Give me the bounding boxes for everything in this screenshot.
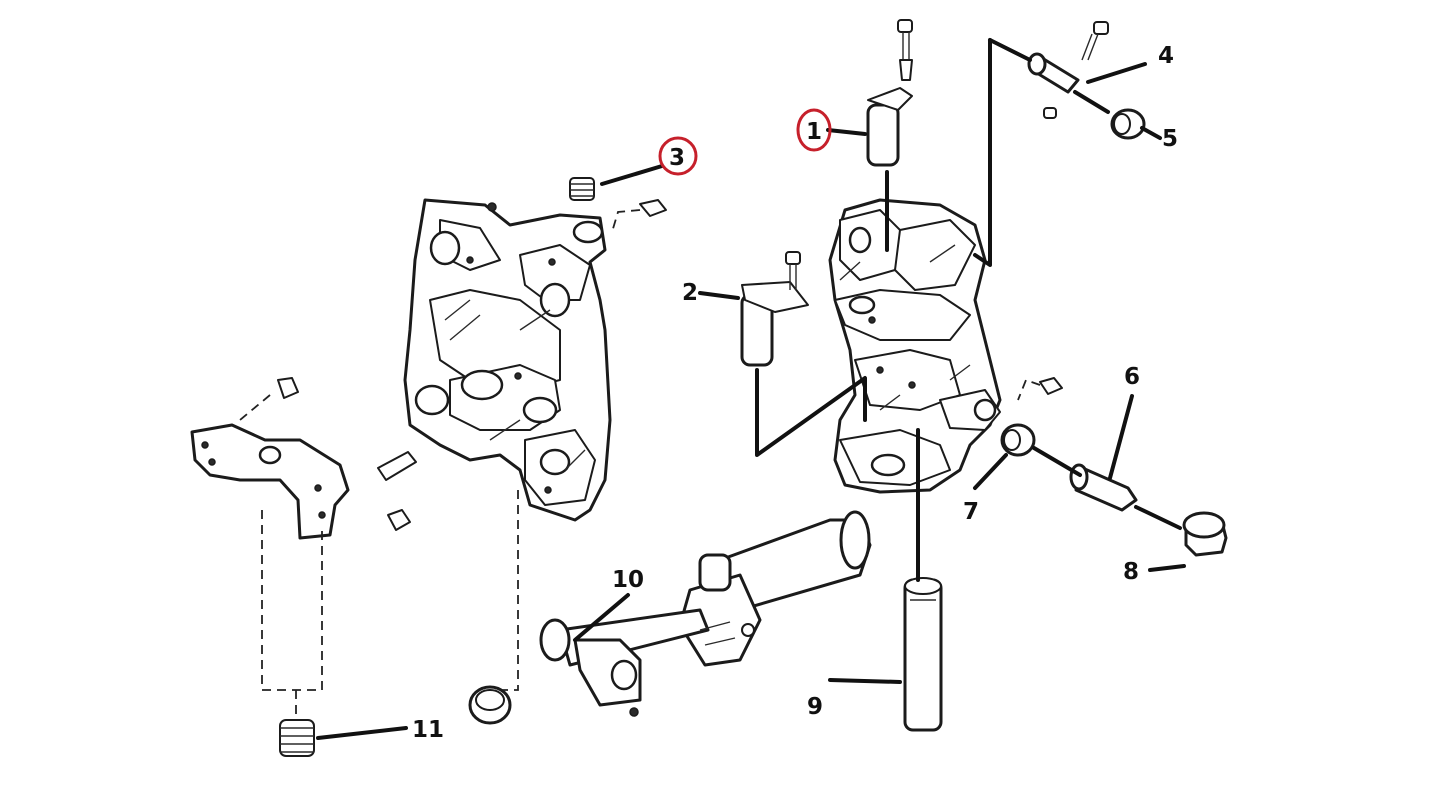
callout-11: 11 [412, 717, 444, 743]
pointer-11 [316, 726, 408, 740]
pointer-2 [698, 291, 740, 300]
callout-2: 2 [682, 280, 698, 306]
callout-8: 8 [1123, 559, 1139, 585]
callout-9: 9 [807, 694, 823, 720]
pointer-1 [826, 128, 867, 136]
part-8-cap-bush [1182, 511, 1228, 557]
part-10-steering-cylinder [539, 510, 872, 717]
pointer-8 [1148, 564, 1186, 572]
part-4-pin [1027, 21, 1109, 119]
part-9-axle-pin [903, 577, 943, 732]
highlight-circle-3 [658, 136, 698, 176]
part-5-bushing [1110, 108, 1146, 140]
callout-3: 3 [669, 145, 685, 171]
callout-1: 1 [806, 119, 822, 145]
pointer-7 [973, 453, 1008, 490]
axle-support-frame [403, 198, 612, 522]
callout-6: 6 [1124, 364, 1140, 390]
pointer-6 [1108, 394, 1134, 480]
pointer-9 [828, 678, 902, 684]
part-6-pivot-pin [1069, 463, 1138, 512]
end-cap [468, 685, 512, 725]
lower-mounting-bracket [190, 377, 417, 540]
part-11-threaded-bushing [279, 719, 315, 757]
pointer-4 [1086, 62, 1147, 84]
pointer-3 [600, 164, 664, 186]
grease-fitting [569, 177, 667, 233]
callout-7: 7 [963, 499, 979, 525]
highlight-circle-1 [796, 108, 832, 152]
swivel-housing [828, 198, 1002, 494]
callout-10: 10 [612, 567, 644, 593]
part-2-lower-king-pin [740, 251, 809, 367]
callout-4: 4 [1158, 43, 1174, 69]
pointer-5 [1140, 126, 1162, 140]
part-7-bush [1000, 377, 1063, 457]
callout-5: 5 [1162, 126, 1178, 152]
pointer-10 [573, 593, 630, 642]
part-1-upper-king-pin [866, 19, 913, 167]
